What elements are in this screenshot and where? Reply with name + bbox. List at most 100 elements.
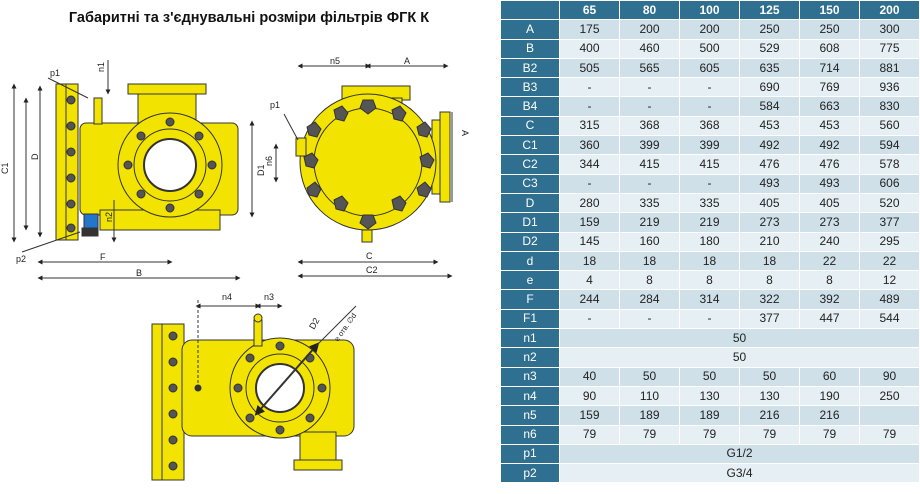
table-cell: 368: [679, 115, 740, 137]
row-label: B2: [500, 57, 560, 79]
row-label: D2: [500, 231, 560, 252]
table-cell: -: [679, 77, 740, 98]
table-cell: 130: [679, 385, 740, 407]
table-cell: 210: [739, 231, 800, 252]
label-n1: n1: [96, 62, 106, 72]
table-cell: 160: [619, 231, 680, 252]
row-label: n3: [500, 366, 560, 387]
table-cell: 159: [559, 405, 620, 426]
table-cell: 60: [799, 366, 860, 387]
table-cell: 219: [679, 212, 740, 233]
column-header: 100: [679, 0, 740, 21]
table-cell: 335: [619, 192, 680, 214]
table-cell: 18: [559, 250, 620, 272]
top-view: [151, 300, 357, 481]
row-label: n5: [500, 405, 560, 426]
table-cell: 295: [859, 231, 920, 252]
table-cell: 415: [619, 154, 680, 175]
column-header: 80: [619, 0, 680, 21]
table-cell: 460: [619, 38, 680, 59]
table-cell: 22: [799, 250, 860, 272]
table-cell: 50: [739, 366, 800, 387]
filter-dimension-drawing: p1 n1 C1 D D1 n2 p2 F B: [0, 56, 470, 481]
table-cell: 110: [619, 385, 680, 407]
table-cell: 399: [619, 135, 680, 156]
table-cell: 18: [679, 250, 740, 272]
table-cell: -: [619, 96, 680, 117]
table-cell: 4: [559, 270, 620, 291]
table-cell: 405: [799, 192, 860, 214]
row-label: B3: [500, 77, 560, 98]
table-cell: 560: [859, 115, 920, 137]
label-a-top: A: [404, 56, 410, 66]
table-cell: 40: [559, 366, 620, 387]
page-title: Габаритні та з'єднувальні розміри фільтр…: [68, 10, 430, 26]
label-n2: n2: [104, 212, 114, 222]
table-cell: 881: [859, 57, 920, 79]
table-cell: 368: [619, 115, 680, 137]
label-d: D: [30, 153, 40, 160]
table-cell: 476: [799, 154, 860, 175]
table-corner-cell: [500, 0, 560, 21]
row-label: n1: [500, 328, 560, 349]
row-label: d: [500, 250, 560, 272]
label-p2: p2: [16, 254, 26, 264]
table-cell: 240: [799, 231, 860, 252]
table-cell: 769: [799, 77, 860, 98]
table-cell: 250: [739, 19, 800, 40]
row-label: C3: [500, 173, 560, 194]
row-label: D: [500, 192, 560, 214]
front-view: [11, 60, 255, 281]
table-cell: 145: [559, 231, 620, 252]
table-cell: 492: [739, 135, 800, 156]
row-label: F: [500, 289, 560, 310]
table-cell: 8: [799, 270, 860, 291]
table-cell: -: [559, 96, 620, 117]
table-cell: 344: [559, 154, 620, 175]
table-cell: 50: [619, 366, 680, 387]
table-cell: -: [619, 77, 680, 98]
row-label: p2: [500, 463, 560, 484]
table-cell: 200: [679, 19, 740, 40]
table-cell: 8: [739, 270, 800, 291]
column-header: 150: [799, 0, 860, 21]
table-cell: 79: [859, 424, 920, 445]
table-cell: 8: [679, 270, 740, 291]
row-label: F1: [500, 308, 560, 330]
table-cell: -: [679, 96, 740, 117]
table-cell-merged: G3/4: [559, 463, 920, 484]
table-cell: 190: [799, 385, 860, 407]
label-p1-side: p1: [270, 100, 280, 110]
label-b: B: [136, 268, 142, 278]
table-cell: 18: [739, 250, 800, 272]
table-cell: 505: [559, 57, 620, 79]
table-header-row: 65 80 100 125 150 200: [500, 0, 920, 21]
table-cell-merged: 50: [559, 328, 920, 349]
row-label: n2: [500, 347, 560, 368]
table-cell: 200: [619, 19, 680, 40]
label-n4: n4: [222, 292, 232, 302]
table-cell: 130: [739, 385, 800, 407]
row-label: n6: [500, 424, 560, 445]
row-label: B: [500, 38, 560, 59]
table-cell: -: [559, 77, 620, 98]
table-cell: 216: [799, 405, 860, 426]
table-cell: 79: [559, 424, 620, 445]
table-cell: -: [559, 173, 620, 194]
table-cell: 399: [679, 135, 740, 156]
table-cell: 377: [859, 212, 920, 233]
table-cell: 520: [859, 192, 920, 214]
label-n6: n6: [264, 156, 274, 166]
label-d2: D2: [307, 316, 321, 331]
